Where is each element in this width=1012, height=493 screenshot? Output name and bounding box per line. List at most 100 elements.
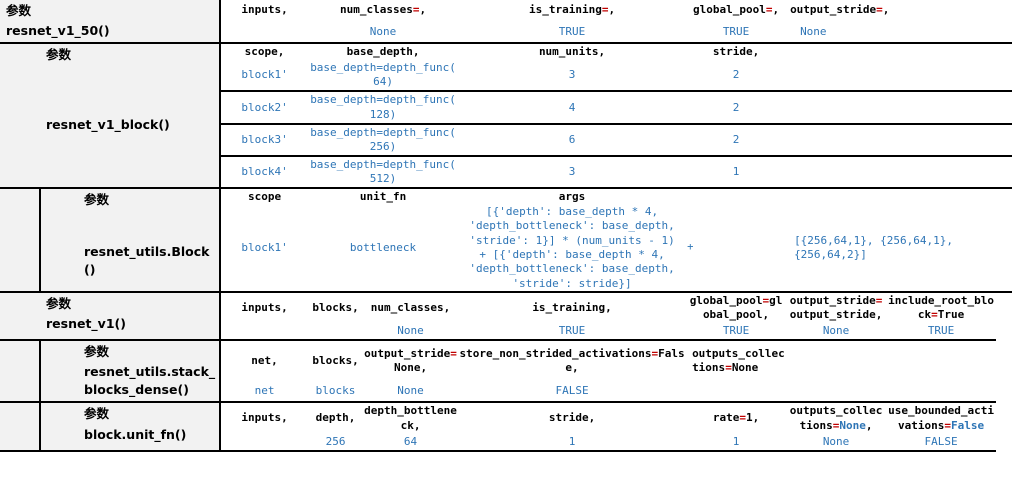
value-v1-output-stride: None <box>786 322 887 342</box>
cell-spacer-b2 <box>786 90 1012 124</box>
header-spacer-3 <box>686 188 1012 205</box>
value-row-resnet-v1: None TRUE TRUE None TRUE <box>0 322 1012 342</box>
section-label-block-unit-fn: 参数 block.unit_fn() <box>78 401 222 452</box>
header-spacer-5 <box>786 340 996 380</box>
header-block-scope: scope <box>247 189 282 203</box>
header-num-classes: num_classes=, <box>339 3 427 17</box>
section-label-cn: 参数 <box>46 47 72 63</box>
section-label-fn: resnet_v1_50() <box>6 23 110 39</box>
header-uf-stride: stride, <box>548 411 596 425</box>
section-label-fn: resnet_utils.stack_blocks_dense() <box>84 364 216 398</box>
header-num-units: num_units, <box>538 45 606 59</box>
cell-scope-4: block4' <box>220 154 309 189</box>
cell-stride-3: 2 <box>686 122 787 156</box>
value-uf-rate: 1 <box>686 433 787 452</box>
header-uf-depth: depth, <box>315 411 356 425</box>
value-v1-num-classes: None <box>363 322 459 342</box>
value-num-classes: None <box>308 20 459 45</box>
value-v1-global-pool: TRUE <box>686 322 787 342</box>
section-label-resnet-v1: 参数 resnet_v1() <box>40 290 222 342</box>
header-args: args <box>558 189 586 203</box>
value-uf-stride: 1 <box>458 433 687 452</box>
cell-scope-2: block2' <box>220 90 309 124</box>
grid-table: 参数 resnet_v1_50() inputs, num_classes=, … <box>0 0 1012 452</box>
cell-num-units-1: 3 <box>568 68 576 82</box>
header-uf-use-bounded: use_bounded_activations=False <box>888 404 995 432</box>
value-sbd-outputs-collections <box>686 380 787 404</box>
value-output-stride: None <box>786 20 997 45</box>
section-label-cn: 参数 <box>84 191 110 207</box>
value-uf-use-bounded: FALSE <box>886 433 997 452</box>
cell-scope-3: block3' <box>220 122 309 156</box>
section-label-cn: 参数 <box>84 406 110 422</box>
header-spacer-1 <box>996 0 1012 21</box>
cell-scope-1: block1' <box>241 68 288 82</box>
header-sbd-output-stride: output_stride=None, <box>364 346 457 374</box>
cell-block-scope: block1' <box>220 205 309 293</box>
header-v1-global-pool: global_pool=global_pool, <box>689 293 783 321</box>
value-row-block-unit-fn: 256 64 1 1 None FALSE <box>0 433 1012 452</box>
value-spacer-1 <box>996 20 1012 45</box>
header-v1-inputs: inputs, <box>241 300 288 314</box>
header-v1-output-stride: output_stride=output_stride, <box>789 293 883 321</box>
value-uf-depth-bottleneck: 64 <box>363 433 459 452</box>
value-uf-depth: 256 <box>308 433 364 452</box>
section-label-fn: block.unit_fn() <box>84 426 187 442</box>
value-global-pool: TRUE <box>686 20 787 45</box>
header-uf-rate: rate=1, <box>712 411 760 425</box>
header-sbd-blocks: blocks, <box>312 353 359 367</box>
header-unit-fn: unit_fn <box>359 189 407 203</box>
cell-base-depth-3: base_depth=depth_func(256) <box>308 122 459 156</box>
indent-col-4b <box>40 339 78 404</box>
section-label-resnet-utils-block: 参数 resnet_utils.Block() <box>78 186 222 293</box>
value-v1-is-training: TRUE <box>458 322 687 342</box>
value-uf-inputs <box>220 433 309 452</box>
header-base-depth: base_depth, <box>346 45 420 59</box>
cell-spacer-b1 <box>786 60 1012 91</box>
header-v1-blocks: blocks, <box>312 300 359 314</box>
value-v1-inputs <box>220 322 309 342</box>
cell-args-plus: + <box>686 205 787 293</box>
section-label-fn: resnet_v1_block() <box>46 117 170 133</box>
cell-args: [{'depth': base_depth * 4, 'depth_bottle… <box>458 205 687 293</box>
section-row-block-unit-fn: 参数 block.unit_fn() inputs, depth, depth_… <box>0 401 1012 452</box>
indent-col-5b <box>40 401 78 452</box>
header-uf-outputs-collections: outputs_collections=None, <box>789 404 883 432</box>
section-label-fn: resnet_utils.Block() <box>84 244 210 278</box>
value-v1-include-root: TRUE <box>886 322 997 342</box>
header-scope: scope, <box>244 45 285 59</box>
header-output-stride: output_stride=, <box>790 3 890 17</box>
section-label-cn: 参数 <box>84 344 110 360</box>
header-stride: stride, <box>712 45 760 59</box>
value-is-training: TRUE <box>458 20 687 45</box>
cell-base-depth-2: base_depth=depth_func(128) <box>308 90 459 124</box>
cell-stride-4: 1 <box>686 154 787 189</box>
cell-stride-1: 2 <box>732 68 740 82</box>
header-sbd-store-non-strided: store_non_strided_activations=False, <box>459 346 685 374</box>
header-is-training: is_training=, <box>529 3 616 17</box>
section-label-cn: 参数 <box>46 295 72 311</box>
cell-base-depth-1: base_depth=depth_func(64) <box>310 61 456 89</box>
value-sbd-output-stride: None <box>363 380 459 404</box>
indent-col-5 <box>0 401 41 452</box>
indent-col-2 <box>0 186 41 293</box>
header-uf-inputs: inputs, <box>241 411 288 425</box>
indent-col-3 <box>0 290 40 342</box>
cell-spacer-b3 <box>786 122 1012 156</box>
value-uf-outputs-collections: None <box>786 433 887 452</box>
section-row-resnet-utils-block-header: 参数 resnet_utils.Block() scope unit_fn ar… <box>0 186 1012 293</box>
section-row-resnet-v1-50: 参数 resnet_v1_50() inputs, num_classes=, … <box>0 0 1012 45</box>
value-spacer-5 <box>786 380 997 404</box>
cell-unit-fn: bottleneck <box>308 205 459 293</box>
cell-num-units-2: 4 <box>458 90 687 124</box>
header-v1-include-root: include_root_block=True <box>888 293 995 321</box>
section-label-fn: resnet_v1() <box>46 315 126 331</box>
section-row-resnet-v1-block-header: 参数 resnet_v1_block() scope, base_depth, … <box>0 42 1012 189</box>
header-v1-num-classes: num_classes, <box>370 300 451 314</box>
table-row-resnet-utils-block: block1' bottleneck [{'depth': base_depth… <box>0 205 1012 293</box>
indent-col-2b <box>40 186 78 293</box>
indent-col-1 <box>0 42 40 189</box>
section-label-cn: 参数 <box>6 3 32 18</box>
section-row-resnet-v1: 参数 resnet_v1() inputs, blocks, num_class… <box>0 290 1012 342</box>
